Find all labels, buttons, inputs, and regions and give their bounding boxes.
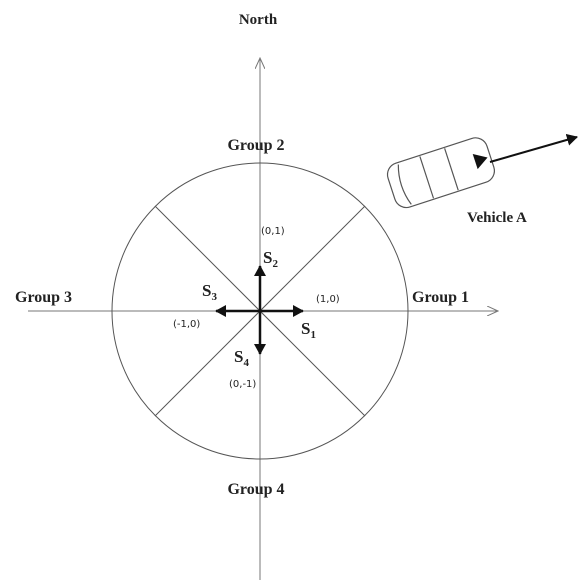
s1-label: S1 xyxy=(301,319,316,341)
vehicle-heading-arrow xyxy=(489,133,578,163)
group-2-label: Group 2 xyxy=(227,137,284,154)
group-1-label: Group 1 xyxy=(412,289,469,306)
s4-coord: (0,-1) xyxy=(229,379,256,390)
s2-coord: (0,1) xyxy=(261,226,285,237)
s4-label: S4 xyxy=(234,347,249,369)
north-label: North xyxy=(239,12,278,28)
vehicle-a-label: Vehicle A xyxy=(467,210,527,226)
vehicle-a-icon xyxy=(386,137,495,209)
s3-label: S3 xyxy=(202,281,217,303)
s3-coord: (-1,0) xyxy=(173,319,200,330)
group-3-label: Group 3 xyxy=(15,289,72,306)
s1-coord: (1,0) xyxy=(316,294,340,305)
sector-circle xyxy=(111,162,409,460)
group-4-label: Group 4 xyxy=(227,481,284,498)
s2-label: S2 xyxy=(263,248,278,270)
